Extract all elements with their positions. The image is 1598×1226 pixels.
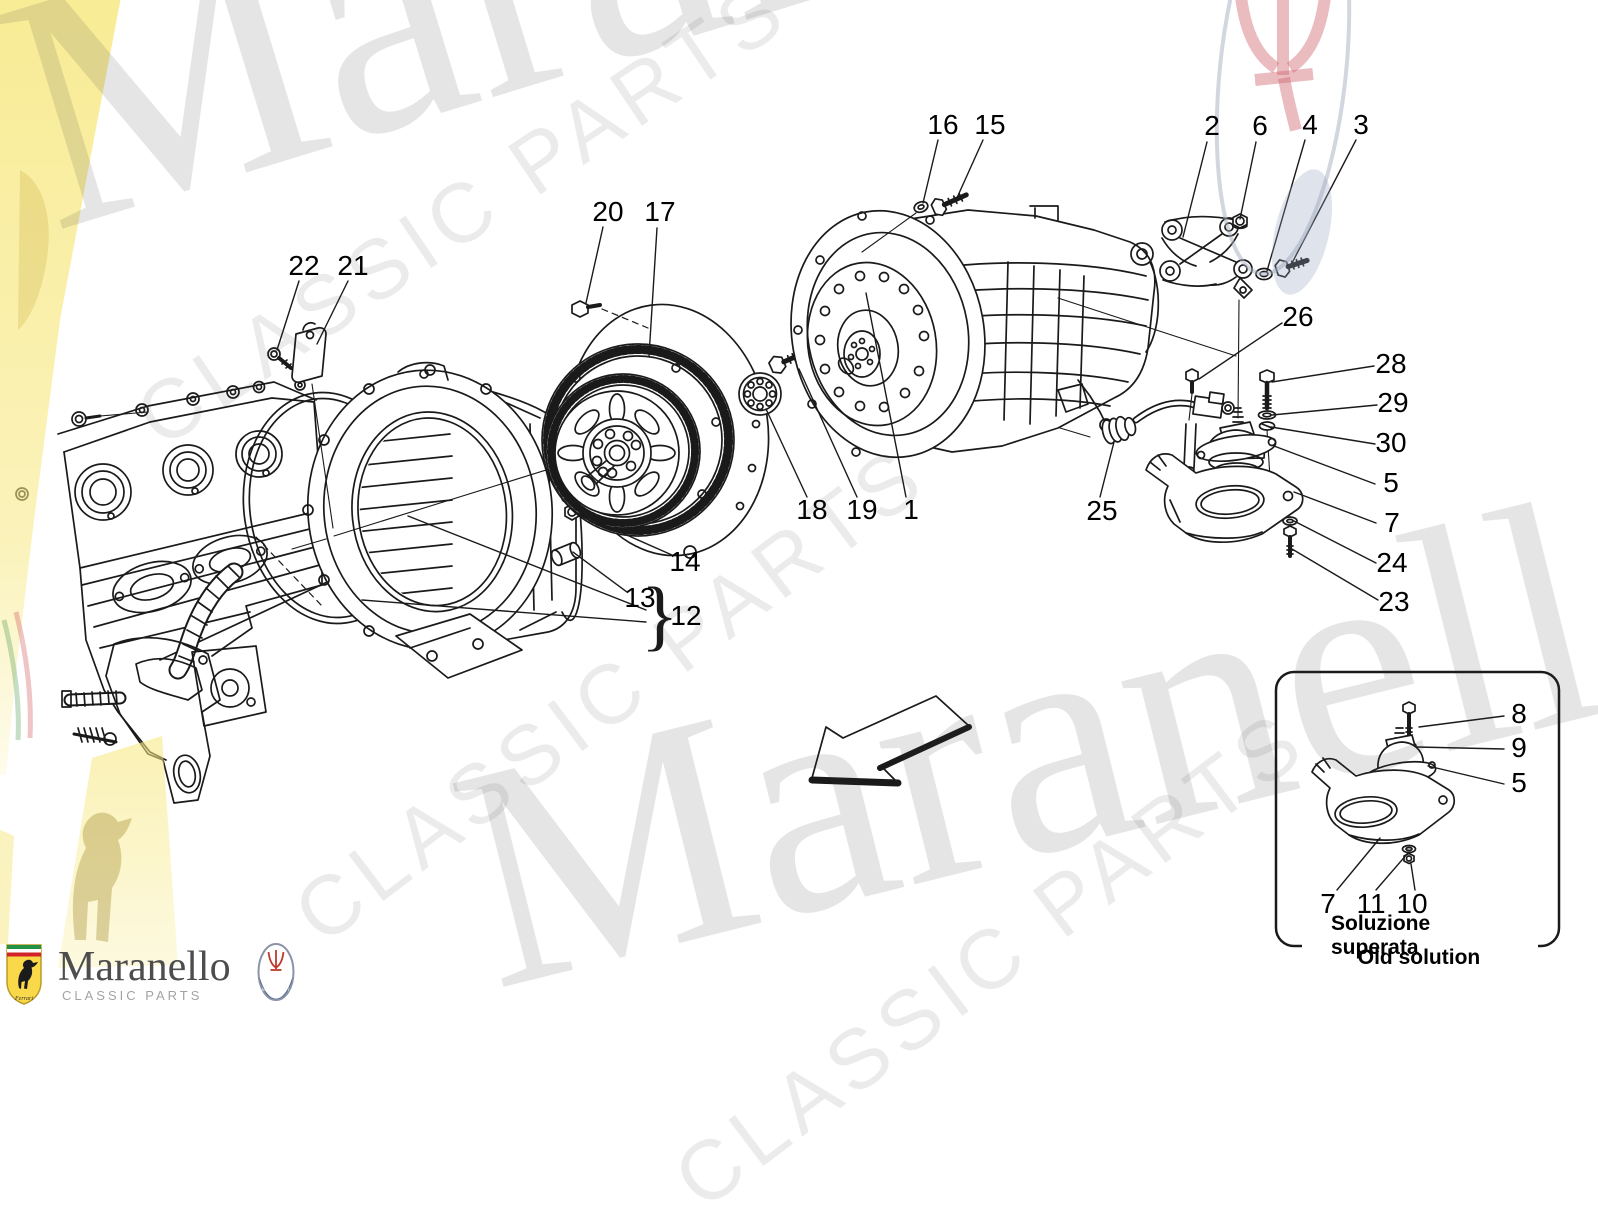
callout-3[interactable]: 3 <box>1353 109 1369 140</box>
cam-seal-3 <box>235 430 283 478</box>
callout-26[interactable]: 26 <box>1282 301 1314 332</box>
callout-22[interactable]: 22 <box>288 250 320 281</box>
alignment-dash-line <box>255 536 323 607</box>
sensor-25-drawing <box>1059 391 1235 474</box>
mount-hardware-drawing <box>1145 368 1304 558</box>
callout-19[interactable]: 19 <box>846 494 878 525</box>
callout-5[interactable]: 5 <box>1383 467 1399 498</box>
bell-housing-drawing <box>302 361 583 679</box>
callout-9-inset[interactable]: 9 <box>1511 732 1527 763</box>
maranello-classic-parts-logo: Ferrari Maranello CLASSIC PARTS MASERATI <box>0 938 320 1008</box>
callout-13[interactable]: 13 <box>624 582 656 613</box>
callout-16[interactable]: 16 <box>927 109 959 140</box>
callout-18[interactable]: 18 <box>796 494 828 525</box>
washer-16-drawing <box>913 200 929 214</box>
washer-16-ref-line <box>861 212 917 253</box>
spacer-18-drawing <box>738 372 782 416</box>
inset-caption-italian: Soluzione superata <box>1331 912 1431 959</box>
brace-12: } <box>641 571 678 658</box>
inset-old-solution <box>1274 670 1561 956</box>
svg-text:MASERATI: MASERATI <box>262 987 290 992</box>
callout-23[interactable]: 23 <box>1378 586 1410 617</box>
callout-21[interactable]: 21 <box>337 250 369 281</box>
bushing-13-drawing <box>550 541 582 567</box>
bolt-22-drawing <box>267 347 293 370</box>
direction-arrow <box>808 695 972 787</box>
bolt-20-dash-line <box>601 308 649 329</box>
transmission-drawing <box>790 205 1160 459</box>
ferrari-shield-icon: Ferrari <box>6 944 42 1005</box>
callout-8-inset[interactable]: 8 <box>1511 698 1527 729</box>
maserati-oval-icon: MASERATI <box>257 943 295 1001</box>
callout-4[interactable]: 4 <box>1302 109 1318 140</box>
callout-6[interactable]: 6 <box>1252 110 1268 141</box>
callout-17[interactable]: 17 <box>644 196 676 227</box>
cam-seal-2 <box>162 444 214 496</box>
callout-7[interactable]: 7 <box>1384 507 1400 538</box>
bolt-20-drawing <box>571 300 602 318</box>
callout-24[interactable]: 24 <box>1376 547 1408 578</box>
callout-20[interactable]: 20 <box>592 196 624 227</box>
callout-1[interactable]: 1 <box>903 494 919 525</box>
callout-15[interactable]: 15 <box>974 109 1006 140</box>
bracket-ref-line <box>1057 297 1237 357</box>
flywheel-drawing <box>541 303 770 559</box>
svg-text:Ferrari: Ferrari <box>14 996 33 1002</box>
inset-caption-english: Old solution <box>1357 946 1481 969</box>
callout-11-inset[interactable]: 11 <box>1356 888 1386 919</box>
exploded-parts-diagram: } <box>15 139 1561 956</box>
bolt-15-drawing <box>930 192 969 217</box>
bracket-vertical-line <box>1237 299 1240 419</box>
callout-28[interactable]: 28 <box>1375 348 1407 379</box>
callout-5-inset[interactable]: 5 <box>1511 767 1527 798</box>
callout-29[interactable]: 29 <box>1377 387 1409 418</box>
callout-7-inset[interactable]: 7 <box>1320 888 1336 919</box>
footer-tagline-text: CLASSIC PARTS <box>62 988 203 1003</box>
callout-25[interactable]: 25 <box>1086 495 1118 526</box>
callout-2[interactable]: 2 <box>1204 110 1220 141</box>
footer-brand-text: Maranello <box>58 944 231 990</box>
callout-10-inset[interactable]: 10 <box>1396 888 1428 919</box>
plate-21-ref-line <box>311 383 334 529</box>
callout-14[interactable]: 14 <box>669 546 701 577</box>
callout-30[interactable]: 30 <box>1375 427 1407 458</box>
callout-12[interactable]: 12 <box>670 600 702 631</box>
